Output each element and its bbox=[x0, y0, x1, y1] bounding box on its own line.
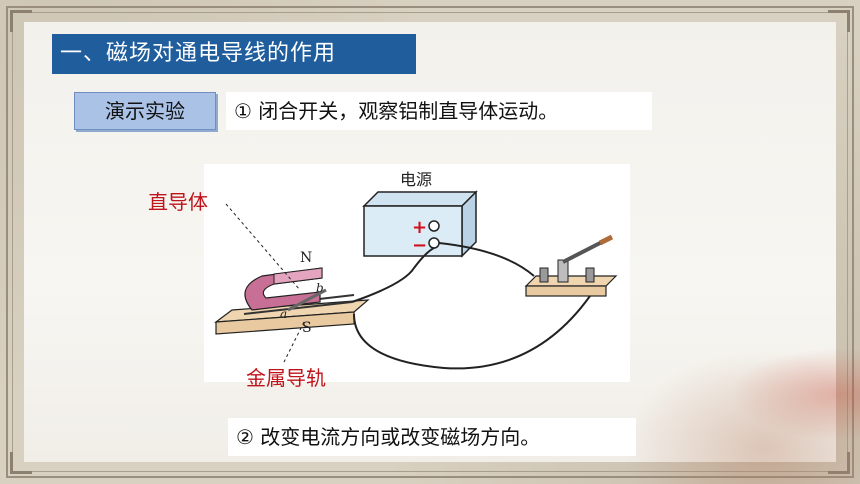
knife-switch bbox=[524, 234, 618, 297]
rail-board bbox=[214, 294, 370, 335]
wire-return bbox=[353, 295, 591, 370]
step-1-text: ① 闭合开关，观察铝制直导体运动。 bbox=[226, 92, 652, 130]
power-supply bbox=[362, 190, 478, 258]
point-b-label: b bbox=[316, 281, 324, 295]
magnet-south-label: S bbox=[302, 320, 312, 336]
apparatus-illustration: 电源 + − N S a b bbox=[214, 170, 618, 370]
demo-experiment-label: 演示实验 bbox=[74, 92, 216, 130]
frame-border-inner bbox=[12, 12, 848, 472]
step-2-text: ② 改变电流方向或改变磁场方向。 bbox=[228, 418, 636, 456]
section-title: 一、磁场对通电导线的作用 bbox=[52, 34, 416, 74]
corner-ornament bbox=[828, 10, 850, 32]
horseshoe-magnet bbox=[244, 267, 327, 312]
power-supply-label: 电源 bbox=[400, 170, 432, 189]
callout-straight-conductor: 直导体 bbox=[148, 190, 208, 214]
decorative-ink-wash bbox=[584, 322, 860, 484]
wire-positive bbox=[351, 247, 435, 303]
positive-terminal-label: + bbox=[412, 217, 427, 238]
corner-ornament bbox=[10, 10, 32, 32]
wire-to-switch bbox=[438, 242, 535, 277]
corner-ornament bbox=[828, 452, 850, 474]
corner-ornament bbox=[10, 452, 32, 474]
conductor-leader-line bbox=[225, 203, 301, 291]
rail-leader-line bbox=[283, 321, 305, 363]
callout-metal-rail: 金属导轨 bbox=[246, 366, 326, 390]
point-a-label: a bbox=[280, 307, 287, 321]
negative-terminal-label: − bbox=[412, 235, 427, 256]
frame-border bbox=[6, 6, 854, 478]
magnet-north-label: N bbox=[300, 250, 312, 266]
experiment-diagram: 电源 + − N S a b bbox=[204, 164, 630, 382]
